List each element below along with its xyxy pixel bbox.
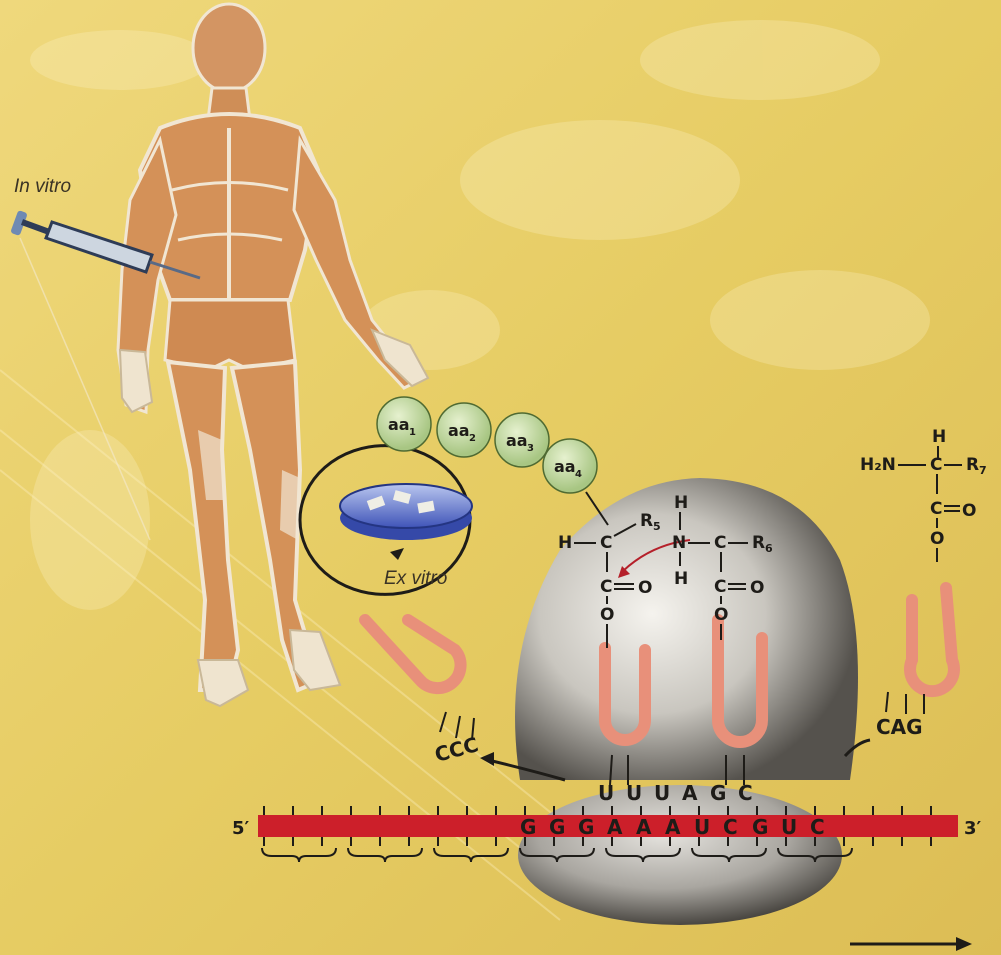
free-r: R <box>966 455 979 475</box>
paired-base: U <box>598 781 614 805</box>
mrna-base: A <box>607 815 623 839</box>
mrna-base: U <box>781 815 797 839</box>
five-prime-label: 5′ <box>232 818 250 839</box>
left-ester-o: O <box>600 605 614 625</box>
amino-acid-subscript: 3 <box>527 443 534 454</box>
paired-base: U <box>654 781 670 805</box>
free-h: H <box>932 427 946 447</box>
ex-vitro-label: Ex vitro <box>384 568 447 590</box>
right-ester-o: O <box>714 605 728 625</box>
amino-acid-label: aa <box>448 421 470 440</box>
paired-base: C <box>738 781 753 805</box>
mrna-base: A <box>665 815 681 839</box>
amino-acid-subscript: 4 <box>575 469 582 480</box>
amino-acid-label: aa <box>388 415 410 434</box>
mrna-base: U <box>694 815 710 839</box>
left-r-sub: 5 <box>653 520 661 533</box>
right-c: C <box>714 533 726 553</box>
amino-acid-subscript: 2 <box>469 433 476 444</box>
free-c: C <box>930 455 942 475</box>
mrna-base: G <box>752 815 768 839</box>
amino-acid-label: aa <box>554 457 576 476</box>
right-r: R <box>752 533 765 553</box>
right-carbonyl-c: C <box>714 577 726 597</box>
free-carbonyl-o: O <box>962 501 976 521</box>
left-carbonyl-c: C <box>600 577 612 597</box>
mrna-base: G <box>549 815 565 839</box>
right-h-top: H <box>674 493 688 513</box>
anticodon-right: CAG <box>876 715 923 739</box>
amino-acid-subscript: 1 <box>409 427 416 438</box>
free-r-sub: 7 <box>979 464 987 477</box>
paired-base: A <box>682 781 698 805</box>
three-prime-label: 3′ <box>964 818 982 839</box>
mrna-base: C <box>723 815 738 839</box>
free-carbonyl-c: C <box>930 499 942 519</box>
right-r-sub: 6 <box>765 542 773 555</box>
left-carbonyl-o: O <box>638 578 652 598</box>
free-h2n: H₂N <box>860 455 896 475</box>
left-h: H <box>558 533 572 553</box>
mrna-base: A <box>636 815 652 839</box>
in-vitro-label: In vitro <box>14 176 71 198</box>
free-ester-o: O <box>930 529 944 549</box>
right-carbonyl-o: O <box>750 578 764 598</box>
mrna-base: G <box>520 815 536 839</box>
mrna-base: G <box>578 815 594 839</box>
left-c: C <box>600 533 612 553</box>
amino-acid-label: aa <box>506 431 528 450</box>
paired-base: G <box>710 781 726 805</box>
right-n: N <box>672 533 686 553</box>
mrna-base: C <box>810 815 825 839</box>
left-r: R <box>640 511 653 531</box>
right-h-bottom: H <box>674 569 688 589</box>
